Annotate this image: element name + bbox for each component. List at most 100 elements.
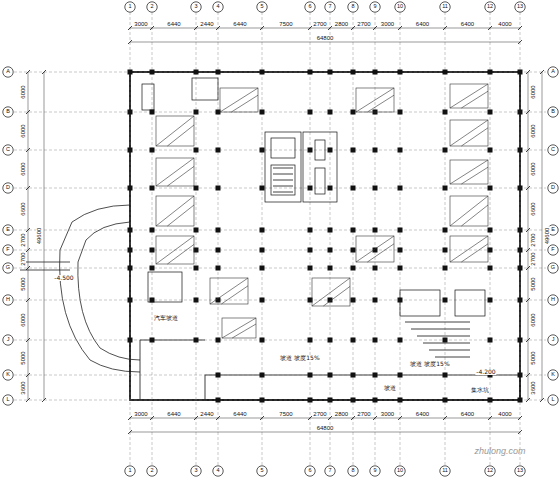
axis-number: K bbox=[5, 372, 11, 378]
dimension: 2700 bbox=[20, 232, 26, 247]
axis-bubble bbox=[257, 466, 267, 476]
axis-number: C bbox=[5, 147, 11, 153]
column bbox=[351, 70, 356, 75]
parking-bay bbox=[210, 278, 248, 304]
dimension: 64800 bbox=[316, 35, 335, 41]
dimension: 3600 bbox=[20, 380, 26, 395]
column bbox=[308, 248, 313, 253]
parking-bay bbox=[156, 236, 194, 264]
column bbox=[308, 186, 313, 191]
axis-number: 7 bbox=[327, 4, 332, 10]
axis-bubble bbox=[548, 295, 558, 305]
column bbox=[488, 110, 493, 115]
axis-line bbox=[14, 230, 546, 231]
column bbox=[150, 266, 155, 271]
axis-bubble bbox=[3, 370, 13, 380]
column bbox=[128, 70, 133, 75]
tread bbox=[423, 343, 470, 344]
column bbox=[216, 398, 221, 403]
tick bbox=[128, 40, 132, 44]
column bbox=[260, 70, 265, 75]
tick bbox=[540, 70, 544, 74]
dimension: 6400 bbox=[415, 21, 430, 27]
column bbox=[488, 228, 493, 233]
axis-bubble bbox=[191, 466, 201, 476]
bay-hatch bbox=[156, 236, 194, 264]
axis-bubble bbox=[125, 2, 135, 12]
tick bbox=[373, 26, 377, 30]
column bbox=[518, 248, 523, 253]
column bbox=[328, 373, 333, 378]
dimension: 6000 bbox=[530, 84, 536, 99]
axis-bubble bbox=[395, 466, 405, 476]
dimension: 2700 bbox=[20, 251, 26, 266]
column bbox=[260, 298, 265, 303]
dimension: 3000 bbox=[133, 411, 148, 417]
dimension: 2800 bbox=[334, 21, 349, 27]
tick bbox=[216, 26, 220, 30]
axis-bubble bbox=[548, 183, 558, 193]
parking-bay bbox=[222, 318, 256, 338]
column bbox=[328, 70, 333, 75]
column bbox=[308, 228, 313, 233]
axis-number: L bbox=[5, 397, 10, 403]
axis-bubble bbox=[3, 145, 13, 155]
axis-bubble bbox=[548, 263, 558, 273]
column bbox=[260, 228, 265, 233]
column bbox=[194, 70, 199, 75]
column bbox=[194, 338, 199, 343]
axis-bubble bbox=[147, 2, 157, 12]
parking-bay bbox=[450, 120, 488, 146]
column bbox=[194, 228, 199, 233]
dimension: 2700 bbox=[356, 411, 371, 417]
axis-bubble bbox=[485, 466, 495, 476]
tick bbox=[42, 70, 46, 74]
tick bbox=[194, 416, 198, 420]
axis-line bbox=[375, 12, 376, 465]
bay-hatch bbox=[156, 196, 194, 226]
bay-hatch bbox=[210, 278, 248, 304]
axis-bubble bbox=[305, 2, 315, 12]
axis-line bbox=[14, 72, 546, 73]
parking-bay bbox=[156, 196, 194, 226]
tick bbox=[128, 416, 132, 420]
axis-number: 12 bbox=[486, 4, 494, 10]
tick bbox=[398, 416, 402, 420]
dimension: 3600 bbox=[530, 380, 536, 395]
axis-bubble bbox=[515, 466, 525, 476]
column bbox=[373, 373, 378, 378]
axis-line bbox=[445, 12, 446, 465]
axis-number: H bbox=[5, 297, 11, 303]
parking-bay bbox=[356, 88, 394, 112]
column bbox=[150, 70, 155, 75]
axis-number: 4 bbox=[215, 468, 220, 474]
column bbox=[518, 186, 523, 191]
column bbox=[128, 148, 133, 153]
bay-hatch bbox=[356, 236, 394, 262]
tick bbox=[526, 373, 530, 377]
axis-number: 13 bbox=[516, 4, 524, 10]
axis-number: K bbox=[550, 372, 556, 378]
tread bbox=[411, 329, 470, 330]
axis-bubble bbox=[147, 466, 157, 476]
tick bbox=[351, 26, 355, 30]
bay-hatch bbox=[450, 160, 488, 184]
column bbox=[443, 398, 448, 403]
note: -4.500 bbox=[53, 275, 74, 281]
dimension: 2440 bbox=[199, 21, 214, 27]
axis-number: 6 bbox=[307, 4, 312, 10]
dimension: 7500 bbox=[278, 411, 293, 417]
tick bbox=[328, 416, 332, 420]
column bbox=[260, 186, 265, 191]
tick bbox=[526, 70, 530, 74]
column bbox=[308, 110, 313, 115]
column bbox=[128, 298, 133, 303]
tick bbox=[518, 416, 522, 420]
column bbox=[328, 248, 333, 253]
axis-bubble bbox=[348, 466, 358, 476]
column bbox=[150, 248, 155, 253]
parking-bay bbox=[312, 278, 350, 306]
dimension-lines bbox=[28, 28, 542, 432]
